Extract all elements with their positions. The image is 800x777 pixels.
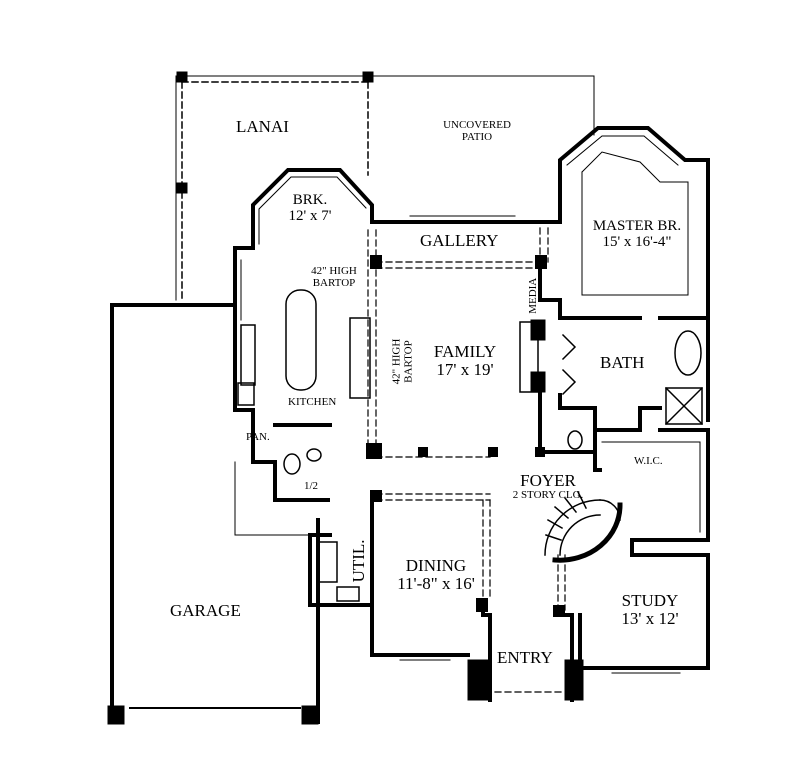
utility-appliances (316, 541, 360, 602)
garage-post (107, 705, 125, 725)
wic-name: W.I.C. (634, 455, 663, 467)
dining-size: 11'-8" x 16' (397, 573, 475, 593)
family-label: FAMILY 17' x 19' (423, 343, 507, 379)
breakfast-label: BRK. 12' x 7' (270, 192, 350, 225)
garage-walls (110, 303, 320, 724)
garage-post (301, 705, 319, 725)
lanai-column (362, 71, 374, 83)
half-bath-name: 1/2 (304, 480, 319, 492)
pantry-label: PAN. (246, 431, 270, 444)
stair-wall (552, 502, 623, 563)
master-bedroom-name: MASTER BR. (592, 218, 682, 234)
master-bedroom-size: 15' x 16'-4" (602, 233, 672, 250)
breakfast-bay-windows (258, 176, 367, 245)
foyer-note: 2 STORY CLG. (512, 488, 584, 501)
kitchen-label: KITCHEN (288, 396, 337, 409)
study-label: STUDY 13' x 12' (610, 592, 690, 628)
study-size: 13' x 12' (621, 608, 679, 628)
kitchen-counters (237, 289, 371, 406)
gallery-name: GALLERY (420, 231, 499, 250)
dining-label: DINING 11'-8" x 16' (384, 557, 488, 593)
utility-walls (308, 533, 374, 607)
media-name: MEDIA (527, 277, 540, 314)
breakfast-size: 12' x 7' (288, 207, 332, 224)
foyer-label: FOYER 2 STORY CLG. (500, 472, 596, 501)
study-name: STUDY (621, 591, 679, 610)
utility-name: UTIL. (349, 539, 369, 583)
bath-name: BATH (600, 353, 645, 372)
family-right-walls (538, 266, 597, 454)
media-label: MEDIA (527, 276, 540, 316)
entry-column (564, 659, 584, 701)
breakfast-name: BRK. (292, 192, 328, 208)
master-bay-inner (566, 135, 679, 166)
bath-fixtures (561, 330, 704, 450)
interior-dashed-lines (367, 227, 566, 693)
wic-label: W.I.C. (634, 455, 663, 468)
kitchen-name: KITCHEN (288, 396, 337, 408)
family-size: 17' x 19' (436, 359, 494, 379)
column (530, 319, 546, 341)
half-bath-label: 1/2 (304, 480, 319, 493)
pantry-name: PAN. (246, 431, 270, 443)
master-closet-outline (581, 151, 689, 296)
lanai-label: LANAI (236, 118, 289, 136)
kitchen-exterior-wall (233, 246, 255, 447)
uncovered-patio-outline (371, 75, 595, 136)
lanai-column (176, 71, 188, 83)
lanai-edge (175, 75, 373, 301)
uncovered-patio-label: UNCOVERED PATIO (443, 119, 511, 143)
bath-walls (558, 298, 710, 432)
family-name: FAMILY (433, 342, 497, 361)
pantry-half-bath-walls (251, 423, 332, 502)
gallery-label: GALLERY (420, 232, 498, 250)
structural-columns (366, 255, 565, 617)
master-bedroom-label: MASTER BR. 15' x 16'-4" (582, 218, 692, 251)
column (530, 371, 546, 393)
fireplace (519, 321, 539, 393)
lanai-outline (181, 81, 369, 301)
wic-walls (593, 428, 710, 557)
entry-label: ENTRY (497, 649, 553, 667)
lanai-name: LANAI (236, 117, 289, 136)
dining-name: DINING (405, 556, 467, 575)
half-bath-fixtures (283, 448, 322, 475)
spiral-stair (544, 490, 621, 556)
study-walls (578, 553, 710, 670)
dining-walls (370, 498, 470, 657)
utility-label: UTIL. (349, 536, 369, 586)
entry-column (467, 659, 491, 701)
bath-label: BATH (600, 354, 644, 372)
breakfast-bay-walls (251, 168, 374, 250)
garage-label: GARAGE (170, 602, 241, 620)
lanai-column (176, 182, 188, 194)
bartop-note-kitchen: 42" HIGH BARTOP (311, 265, 357, 289)
master-bay-walls (558, 126, 710, 422)
bartop-note-family: 42" HIGH BARTOP (390, 338, 414, 385)
garage-name: GARAGE (170, 601, 241, 620)
foyer-name: FOYER (520, 471, 576, 490)
entry-name: ENTRY (497, 648, 553, 667)
